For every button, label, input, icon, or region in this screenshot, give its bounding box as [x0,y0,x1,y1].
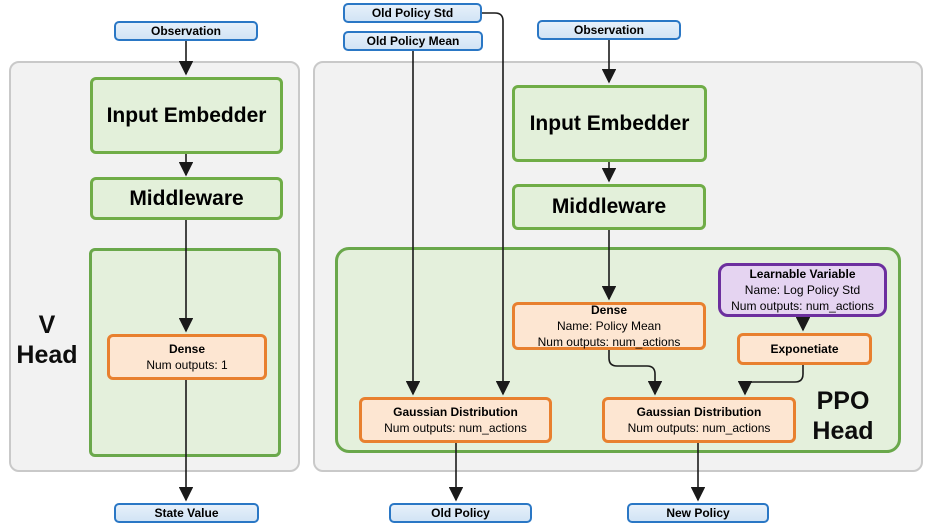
middleware-ppo-label: Middleware [551,195,667,218]
middleware-v: Middleware [90,177,283,220]
input-embedder-v-label: Input Embedder [106,103,267,127]
state-value-tag: State Value [114,503,259,523]
arrow-dense-to-gaussian-new [608,350,663,396]
exponetiate-node: Exponetiate [737,333,872,365]
old-policy-mean-tag-label: Old Policy Mean [366,34,460,48]
middleware-v-label: Middleware [129,186,244,210]
gaussian-distribution-new-node: Gaussian Distribution Num outputs: num_a… [602,397,796,443]
dense-node-ppo-name: Name: Policy Mean [556,319,662,333]
v-head-label: V Head [16,311,78,369]
old-policy-std-tag: Old Policy Std [343,3,482,23]
old-policy-mean-tag: Old Policy Mean [343,31,483,51]
state-value-tag-label: State Value [154,506,219,520]
arrow-exponetiate-to-gaussian-new [737,365,804,396]
observation-tag-ppo: Observation [537,20,681,40]
learnable-variable-outputs: Num outputs: num_actions [731,299,874,313]
middleware-ppo: Middleware [512,184,706,230]
observation-tag-ppo-label: Observation [573,23,645,37]
old-policy-tag-label: Old Policy [431,506,490,520]
learnable-variable-name: Name: Log Policy Std [744,283,861,297]
learnable-variable-node: Learnable Variable Name: Log Policy Std … [718,263,887,317]
gaussian-new-title: Gaussian Distribution [636,405,762,419]
dense-node-ppo-title: Dense [590,303,628,317]
old-policy-tag: Old Policy [389,503,532,523]
input-embedder-ppo: Input Embedder [512,85,707,162]
old-policy-std-tag-label: Old Policy Std [371,6,454,20]
gaussian-old-title: Gaussian Distribution [393,405,518,419]
dense-node-v-title: Dense [168,342,206,356]
new-policy-tag-label: New Policy [666,506,730,520]
ppo-head-label: PPO Head [812,387,874,445]
gaussian-distribution-old-node: Gaussian Distribution Num outputs: num_a… [359,397,552,443]
input-embedder-ppo-label: Input Embedder [529,111,690,135]
dense-node-ppo: Dense Name: Policy Mean Num outputs: num… [512,302,706,350]
exponetiate-label: Exponetiate [770,342,839,356]
observation-tag-v-label: Observation [150,24,222,38]
learnable-variable-title: Learnable Variable [749,267,856,281]
dense-node-v: Dense Num outputs: 1 [107,334,267,380]
arrow-old-policy-std-to-gaussian-old [482,12,511,396]
gaussian-old-outputs: Num outputs: num_actions [384,421,527,435]
input-embedder-v: Input Embedder [90,77,283,154]
new-policy-tag: New Policy [627,503,769,523]
dense-node-ppo-outputs: Num outputs: num_actions [537,335,681,349]
gaussian-new-outputs: Num outputs: num_actions [627,421,771,435]
dense-node-v-outputs: Num outputs: 1 [146,358,228,372]
observation-tag-v: Observation [114,21,258,41]
